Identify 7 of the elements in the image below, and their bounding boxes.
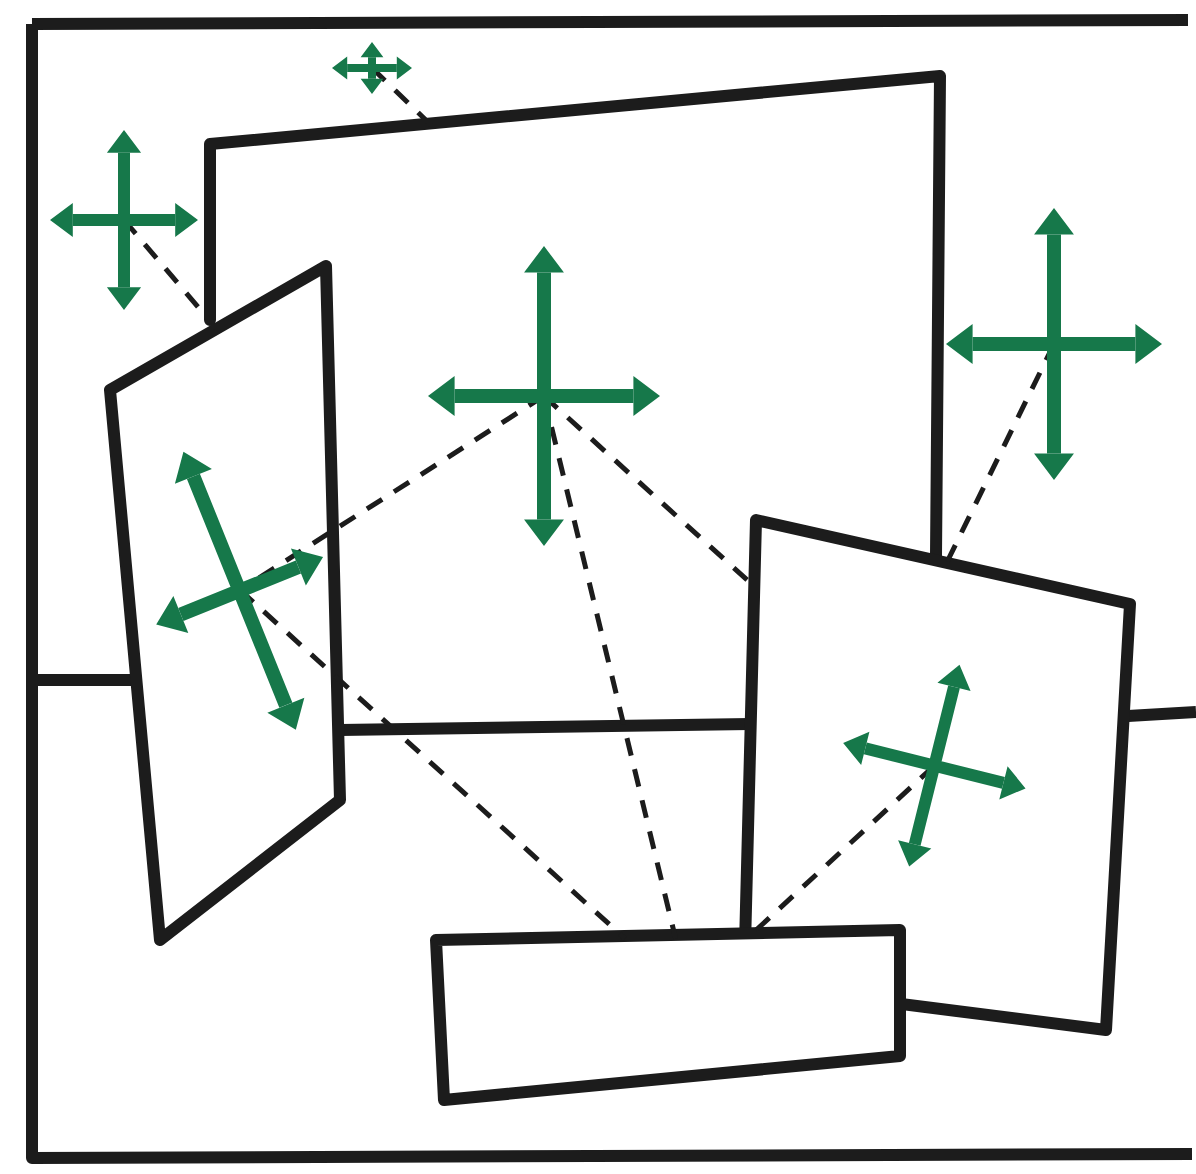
move-icon	[46, 126, 202, 314]
panel	[104, 260, 346, 946]
panel	[738, 514, 1136, 1036]
move-icon	[328, 38, 416, 98]
move-icon	[424, 242, 664, 550]
move-icon	[942, 204, 1166, 484]
panel	[430, 924, 906, 1106]
